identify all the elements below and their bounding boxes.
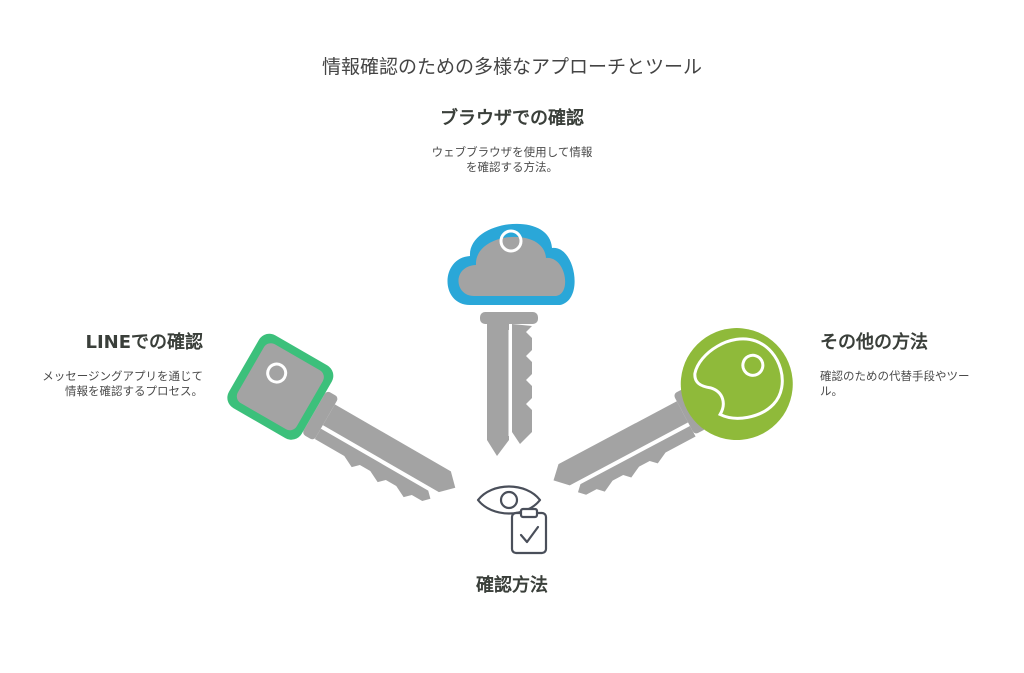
other-method-heading: その他の方法 — [820, 332, 928, 353]
description-line: ル。 — [820, 384, 843, 398]
round-key-icon — [553, 328, 793, 495]
description-line: メッセージングアプリを通じて — [42, 369, 203, 383]
other-method-description: 確認のための代替手段やツー ル。 — [820, 369, 1000, 399]
line-method-description: メッセージングアプリを通じて 情報を確認するプロセス。 — [16, 369, 203, 399]
line-method-heading: LINEでの確認 — [85, 332, 203, 353]
description-line: を確認する方法。 — [466, 160, 558, 174]
eye-checklist-icon — [476, 485, 548, 555]
browser-method-description: ウェブブラウザを使用して情報 を確認する方法。 — [380, 145, 644, 175]
center-heading: 確認方法 — [476, 575, 548, 596]
description-line: 確認のための代替手段やツー — [820, 369, 970, 383]
square-key-icon — [227, 333, 456, 501]
cloud-key-icon — [447, 223, 575, 456]
description-line: 情報を確認するプロセス。 — [65, 384, 203, 398]
description-line: ウェブブラウザを使用して情報 — [431, 145, 593, 159]
page-title: 情報確認のための多様なアプローチとツール — [321, 56, 702, 78]
browser-method-heading: ブラウザでの確認 — [440, 108, 584, 129]
